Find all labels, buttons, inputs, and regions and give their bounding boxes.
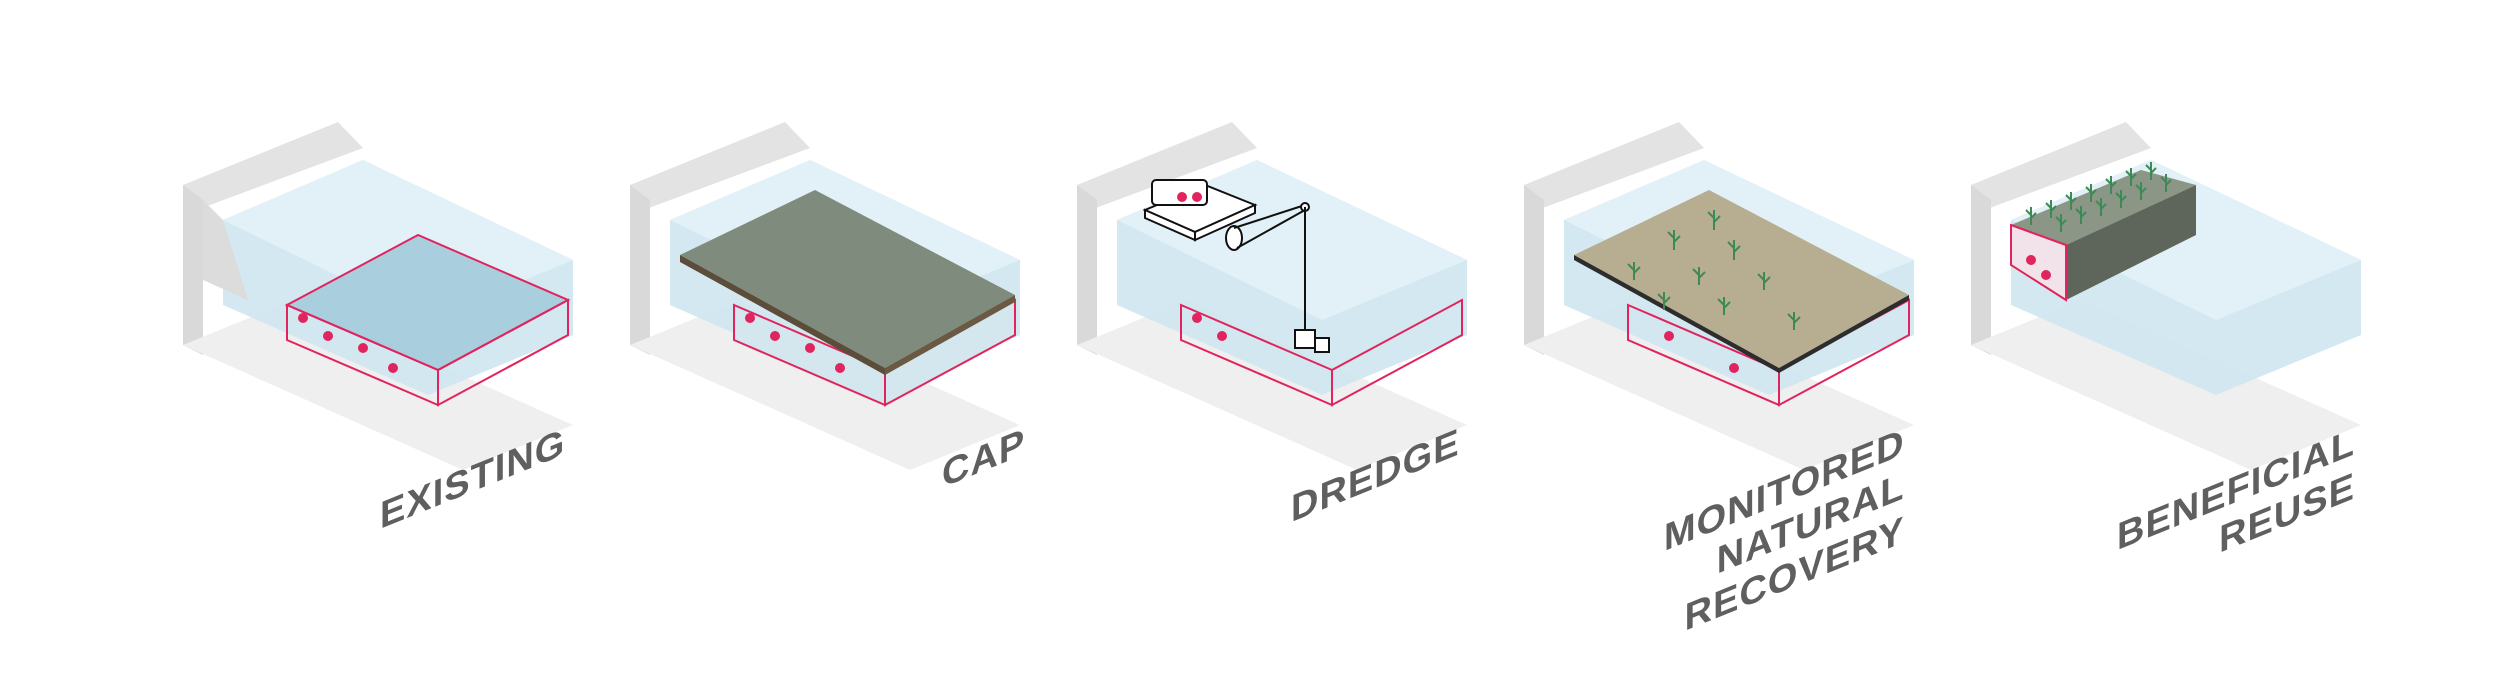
sediment-box-side xyxy=(1331,298,1463,407)
contaminant-dot xyxy=(358,343,368,353)
ground-left-face xyxy=(1077,185,1097,355)
contaminant-dot xyxy=(1664,331,1674,341)
recovery-layer-edge xyxy=(1574,255,1779,373)
sediment-box-side xyxy=(437,298,569,407)
recovery-layer-top xyxy=(1574,190,1909,368)
ground-top xyxy=(630,122,810,215)
panel-mnr xyxy=(1524,122,1914,470)
contaminant-dot xyxy=(1729,363,1739,373)
contaminant-dot xyxy=(1192,313,1202,323)
contaminant-dot xyxy=(835,363,845,373)
ground-slope xyxy=(203,200,248,300)
plant-icons xyxy=(1627,210,1801,330)
ground-top xyxy=(1077,122,1257,215)
ground-front-face xyxy=(183,300,573,470)
contaminant-dot xyxy=(2026,255,2036,265)
ground-top xyxy=(183,122,363,215)
plant-icons xyxy=(2025,162,2172,232)
ground-front-face xyxy=(1077,300,1467,470)
ground-left-face xyxy=(1971,185,1991,355)
panel-dredge xyxy=(1077,122,1467,470)
panel-existing xyxy=(183,122,573,470)
ground-front-face xyxy=(1971,300,2361,470)
panel-reuse xyxy=(1971,122,2361,470)
berm-left xyxy=(2010,223,2067,302)
contaminant-dot xyxy=(298,313,308,323)
contaminant-dot xyxy=(2041,270,2051,280)
ground-front-face xyxy=(1524,300,1914,470)
panel-cap xyxy=(630,122,1020,470)
recovery-layer-side xyxy=(1779,295,1909,373)
contaminant-dot xyxy=(1217,331,1227,341)
contaminant-dot xyxy=(388,363,398,373)
contaminant-dot xyxy=(745,313,755,323)
cap-layer-top xyxy=(680,190,1015,368)
cap-layer-side xyxy=(885,295,1015,375)
contaminant-dot xyxy=(770,331,780,341)
ground-left-face xyxy=(1524,185,1544,355)
contaminant-dot xyxy=(805,343,815,353)
ground-top xyxy=(1971,122,2151,215)
ground-top xyxy=(1524,122,1704,215)
berm-front xyxy=(2066,185,2196,300)
contaminant-dot xyxy=(323,331,333,341)
ground-left-face xyxy=(630,185,650,355)
ground-front-face xyxy=(630,300,1020,470)
dredge-barge-icon xyxy=(1142,179,1330,353)
cap-layer-edge xyxy=(680,255,885,375)
ground-left-face xyxy=(183,185,203,355)
